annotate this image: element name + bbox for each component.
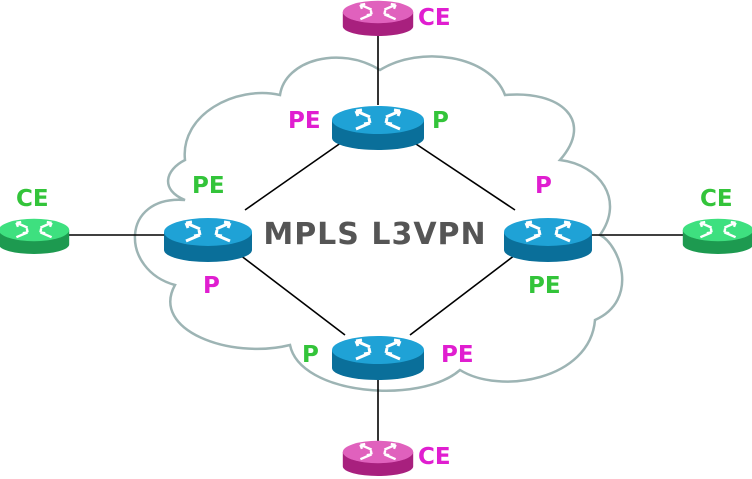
label-left-pe: PE [192,173,225,199]
link-top-left [244,139,346,211]
router-icon[interactable] [342,0,414,36]
label-ce-bottom: CE [418,444,451,470]
label-ce-top: CE [418,5,451,31]
router-icon[interactable] [682,218,752,254]
diagram-title: MPLS L3VPN [263,217,486,252]
router-icon[interactable] [332,336,424,380]
link-top-right [409,139,516,211]
label-ce-left: CE [16,186,49,212]
label-right-p: P [535,173,552,199]
router-icon[interactable] [332,106,424,150]
label-bottom-pe: PE [441,342,474,368]
label-top-p: P [432,108,449,134]
label-right-pe: PE [528,273,561,299]
router-icon[interactable] [342,440,414,476]
router-icon[interactable] [504,218,592,262]
router-icon[interactable] [0,218,70,254]
router-icon[interactable] [164,218,252,262]
links [65,30,690,450]
link-right-bottom [409,254,516,336]
label-ce-right: CE [700,186,733,212]
label-left-p: P [203,273,220,299]
label-bottom-p: P [302,342,319,368]
label-top-pe: PE [288,108,321,134]
link-left-bottom [239,254,346,336]
